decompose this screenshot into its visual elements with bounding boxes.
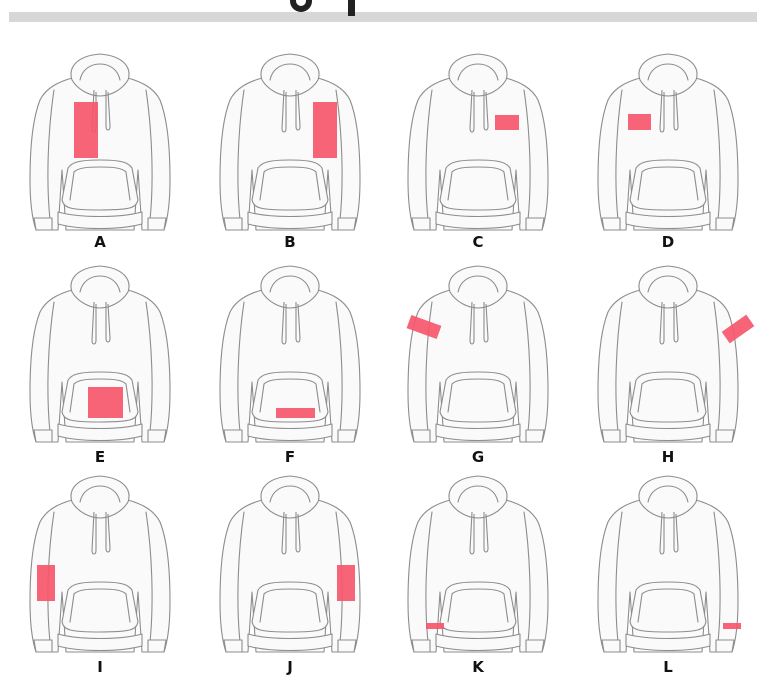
print-area-marker	[37, 565, 55, 601]
header-divider	[9, 12, 757, 22]
placement-label: K	[388, 658, 568, 676]
print-area-marker	[495, 115, 519, 130]
print-area-marker	[313, 102, 337, 158]
placement-label: L	[578, 658, 758, 676]
print-area-marker	[426, 623, 444, 629]
placement-option-a: A	[10, 50, 190, 255]
placement-option-g: G	[388, 262, 568, 467]
print-area-marker	[628, 114, 651, 130]
print-area-marker	[88, 387, 123, 418]
placement-label: H	[578, 448, 758, 466]
placement-option-l: L	[578, 472, 758, 677]
placement-label: F	[200, 448, 380, 466]
title-glyph-g	[290, 0, 312, 12]
placement-option-i: I	[10, 472, 190, 677]
print-area-marker	[723, 623, 741, 629]
placement-label: D	[578, 233, 758, 251]
print-area-marker	[276, 408, 315, 418]
placement-option-c: C	[388, 50, 568, 255]
placement-option-e: E	[10, 262, 190, 467]
placement-option-h: H	[578, 262, 758, 467]
print-area-marker	[74, 102, 98, 158]
title-glyph-p	[348, 0, 355, 16]
page-title-fragment	[290, 0, 370, 16]
placement-label: I	[10, 658, 190, 676]
placement-label: C	[388, 233, 568, 251]
print-area-marker	[337, 565, 355, 601]
placement-option-j: J	[200, 472, 380, 677]
placement-option-b: B	[200, 50, 380, 255]
placement-label: G	[388, 448, 568, 466]
placement-option-d: D	[578, 50, 758, 255]
placement-label: E	[10, 448, 190, 466]
placement-option-f: F	[200, 262, 380, 467]
placement-label: J	[200, 658, 380, 676]
placement-option-k: K	[388, 472, 568, 677]
placement-label: A	[10, 233, 190, 251]
placement-label: B	[200, 233, 380, 251]
